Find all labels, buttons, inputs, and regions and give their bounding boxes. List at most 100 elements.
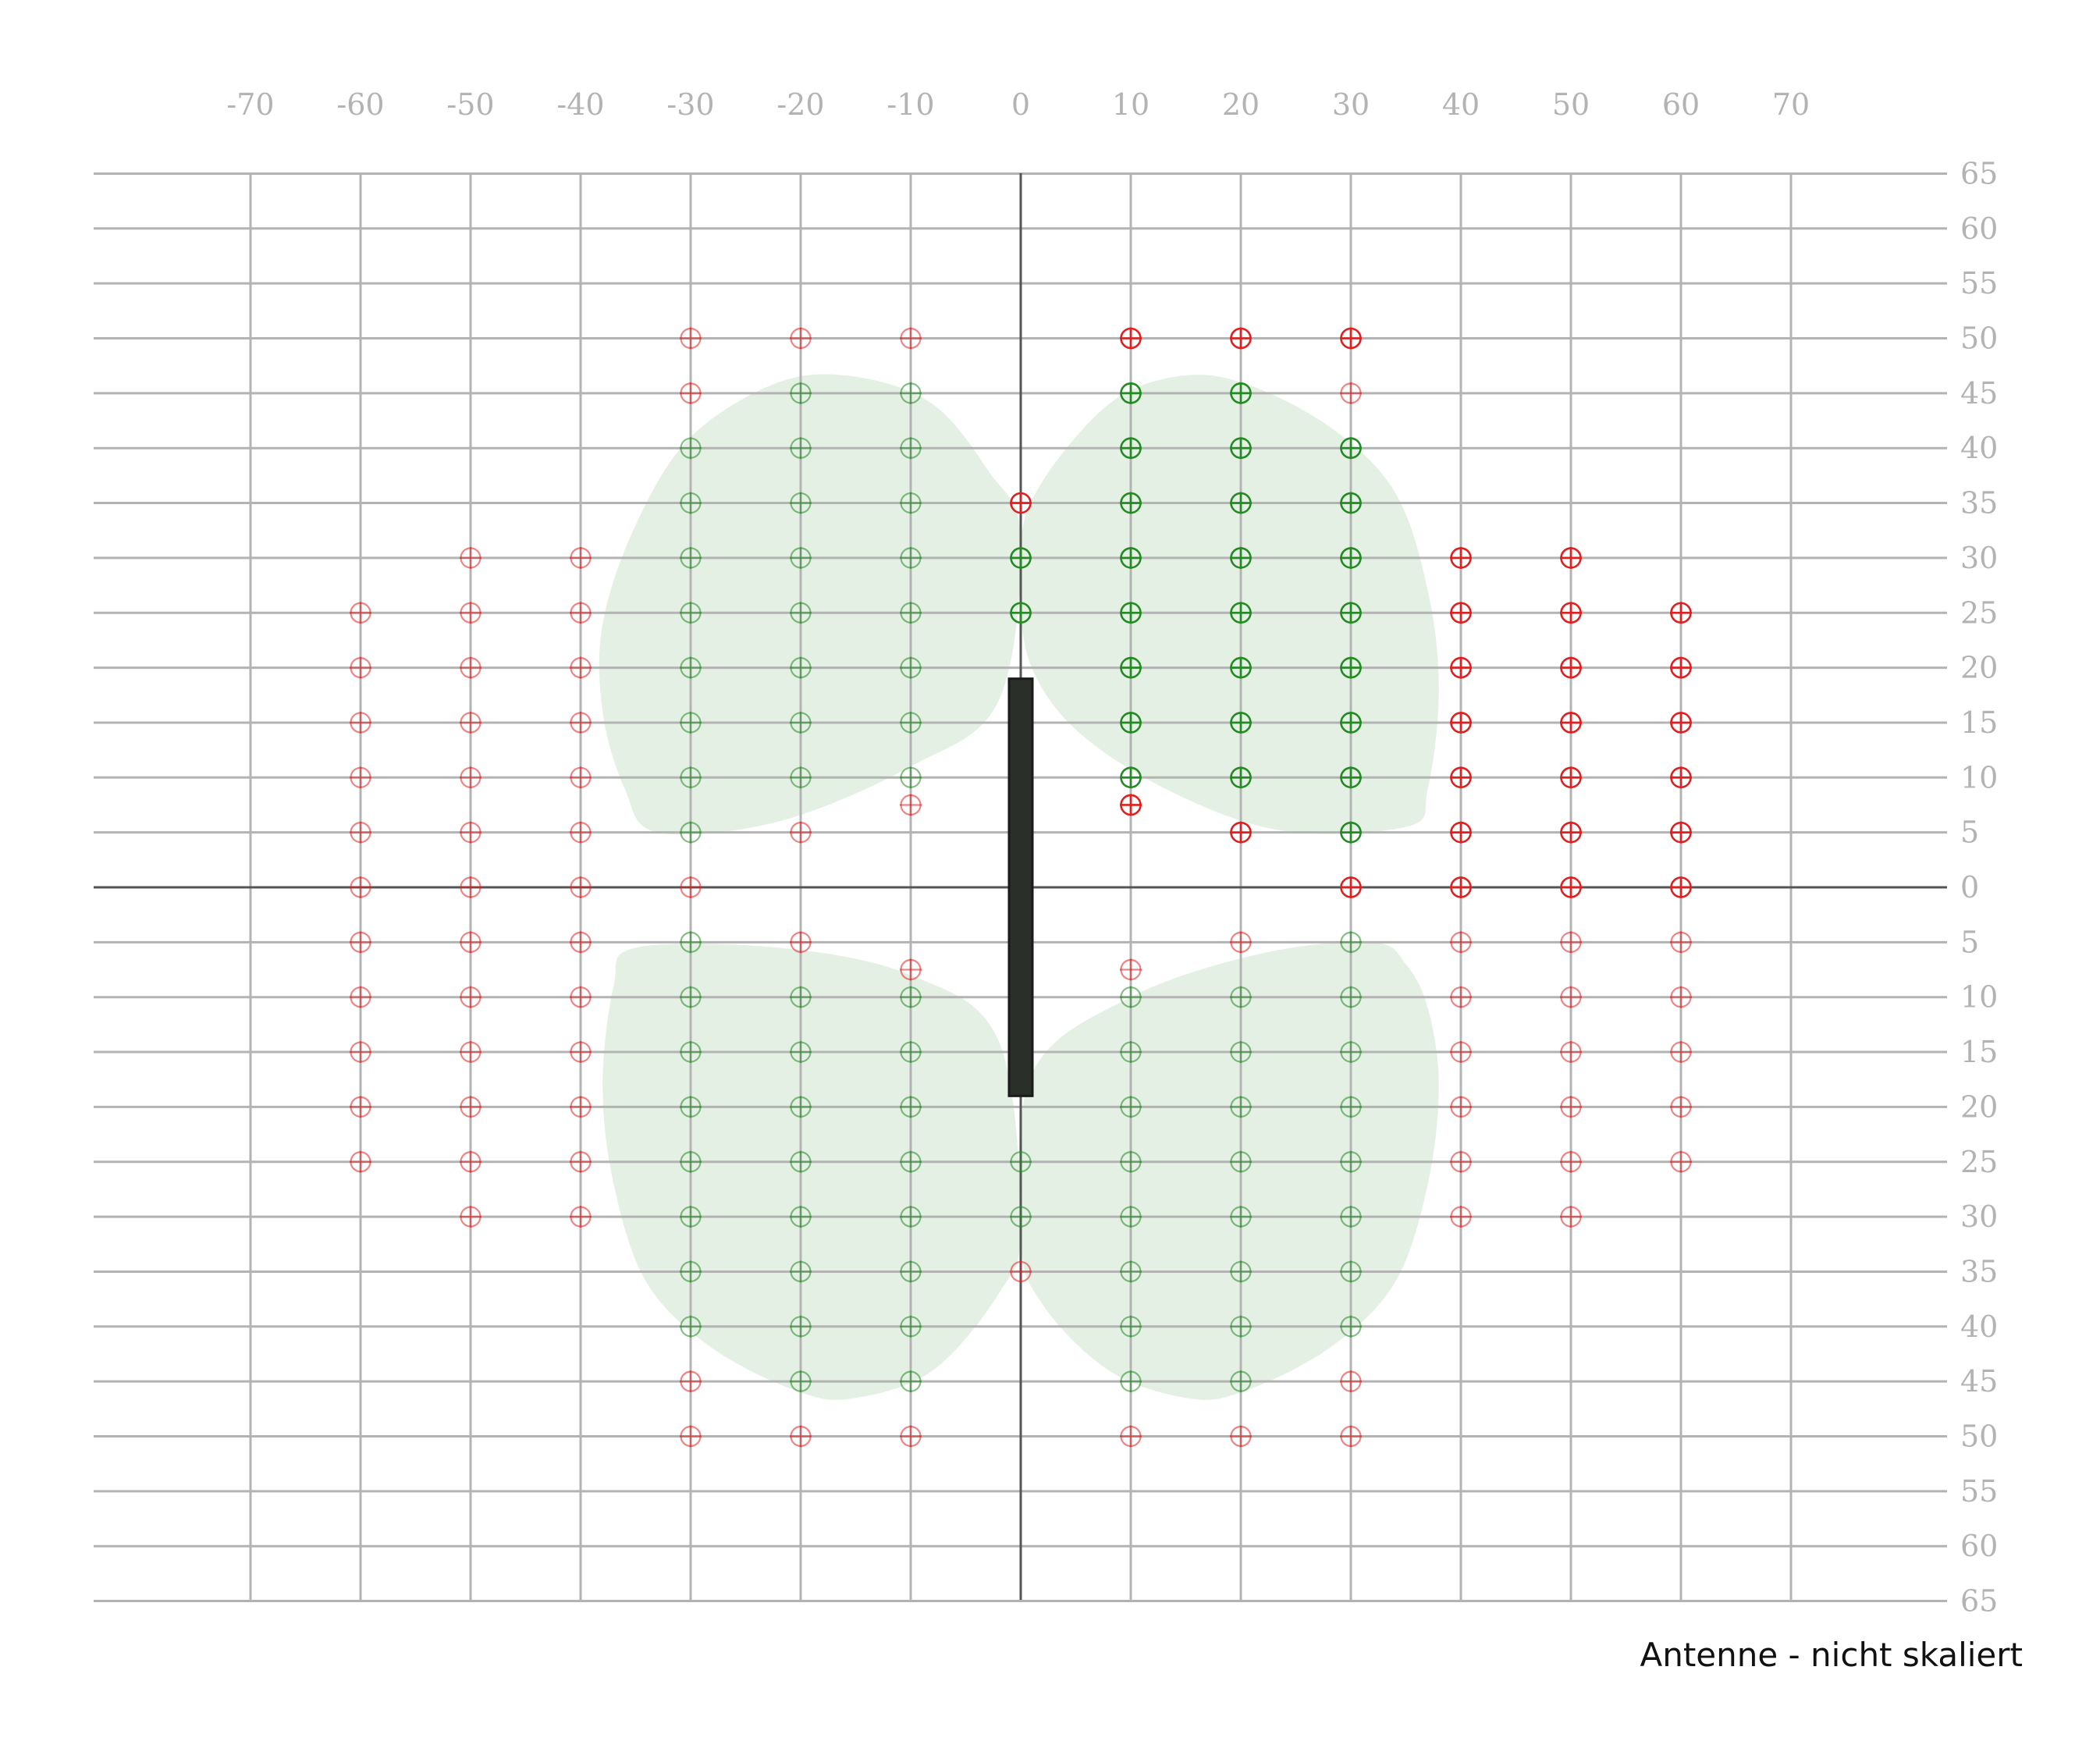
measurement-point-inside	[1340, 656, 1362, 679]
x-tick-label: 30	[1332, 87, 1370, 122]
measurement-point-inside	[1230, 382, 1252, 404]
measurement-point-inside	[1120, 602, 1142, 624]
measurement-point-outside	[1560, 546, 1582, 569]
y-tick-label: 20	[1960, 651, 1998, 685]
y-tick-label: 15	[1960, 705, 1998, 740]
measurement-point-inside	[790, 546, 812, 569]
measurement-point-outside	[1560, 1206, 1582, 1228]
measurement-point-outside	[460, 876, 481, 898]
x-tick-label: -20	[776, 87, 824, 122]
y-tick-label: 15	[1960, 1035, 1998, 1069]
measurement-point-inside	[900, 1041, 922, 1064]
measurement-point-inside	[1340, 602, 1362, 624]
measurement-point-outside	[350, 931, 371, 954]
measurement-point-inside	[1120, 1370, 1142, 1393]
measurement-point-inside	[1340, 492, 1362, 514]
measurement-point-outside	[1120, 958, 1142, 981]
y-tick-label: 65	[1960, 156, 1998, 190]
measurement-point-inside	[1120, 1096, 1142, 1118]
measurement-point-outside	[1670, 821, 1692, 844]
measurement-point-outside	[900, 794, 922, 816]
measurement-point-inside	[1120, 492, 1142, 514]
measurement-point-outside	[1560, 1096, 1582, 1118]
y-tick-label: 35	[1960, 486, 1998, 521]
measurement-point-inside	[900, 656, 922, 679]
measurement-point-outside	[570, 1041, 592, 1064]
measurement-point-outside	[350, 1041, 371, 1064]
measurement-point-outside	[1670, 876, 1692, 898]
measurement-point-outside	[900, 1425, 922, 1448]
measurement-point-outside	[1450, 1150, 1472, 1173]
measurement-point-inside	[1010, 602, 1032, 624]
measurement-point-inside	[1230, 1315, 1252, 1338]
measurement-point-inside	[1230, 766, 1252, 789]
y-tick-label: 65	[1960, 1584, 1998, 1619]
measurement-point-outside	[1560, 711, 1582, 734]
x-tick-label: -50	[446, 87, 494, 122]
measurement-point-outside	[680, 327, 702, 350]
measurement-point-inside	[1340, 931, 1362, 954]
measurement-point-inside	[1010, 546, 1032, 569]
measurement-point-inside	[1120, 986, 1142, 1008]
y-tick-label: 10	[1960, 980, 1998, 1015]
measurement-point-inside	[1120, 766, 1142, 789]
y-tick-label: 55	[1960, 266, 1998, 300]
measurement-point-inside	[1230, 1041, 1252, 1064]
measurement-point-inside	[1340, 711, 1362, 734]
measurement-point-outside	[350, 986, 371, 1008]
measurement-point-outside	[1670, 656, 1692, 679]
measurement-point-inside	[1340, 546, 1362, 569]
measurement-point-inside	[1230, 1150, 1252, 1173]
measurement-point-outside	[1450, 546, 1472, 569]
measurement-point-inside	[1340, 1150, 1362, 1173]
measurement-point-outside	[1560, 876, 1582, 898]
measurement-point-outside	[1670, 766, 1692, 789]
measurement-point-inside	[680, 1206, 702, 1228]
measurement-point-inside	[900, 1260, 922, 1283]
measurement-point-outside	[350, 821, 371, 844]
y-tick-label: 5	[1960, 925, 1979, 959]
measurement-point-inside	[1230, 1206, 1252, 1228]
measurement-point-outside	[1230, 327, 1252, 350]
measurement-point-inside	[680, 986, 702, 1008]
measurement-point-inside	[1230, 986, 1252, 1008]
measurement-point-inside	[1230, 437, 1252, 460]
measurement-point-outside	[1450, 711, 1472, 734]
measurement-point-inside	[790, 1315, 812, 1338]
measurement-point-inside	[900, 437, 922, 460]
measurement-point-outside	[1670, 602, 1692, 624]
measurement-point-inside	[680, 1315, 702, 1338]
x-tick-label: -40	[556, 87, 604, 122]
measurement-point-outside	[1340, 1370, 1362, 1393]
y-tick-label: 0	[1960, 870, 1979, 904]
measurement-point-outside	[1010, 1260, 1032, 1283]
coverage-lobe-upper-right	[1019, 375, 1439, 834]
measurement-point-outside	[790, 931, 812, 954]
y-tick-label: 45	[1960, 1364, 1998, 1398]
measurement-point-outside	[1450, 1206, 1472, 1228]
tick-labels: 6560555045403530252015105051015202530354…	[226, 87, 1998, 1619]
measurement-point-outside	[680, 382, 702, 404]
measurement-point-outside	[1670, 1096, 1692, 1118]
measurement-point-inside	[1010, 1150, 1032, 1173]
measurement-point-outside	[570, 766, 592, 789]
measurement-point-inside	[680, 1096, 702, 1118]
measurement-point-outside	[1450, 766, 1472, 789]
measurement-point-outside	[350, 1096, 371, 1118]
measurement-point-inside	[790, 1260, 812, 1283]
measurement-point-outside	[570, 876, 592, 898]
measurement-point-outside	[350, 876, 371, 898]
y-tick-label: 55	[1960, 1474, 1998, 1509]
measurement-point-outside	[1670, 711, 1692, 734]
x-tick-label: 50	[1552, 87, 1590, 122]
measurement-point-inside	[680, 711, 702, 734]
measurement-point-outside	[790, 327, 812, 350]
measurement-point-inside	[790, 1096, 812, 1118]
measurement-point-outside	[1450, 821, 1472, 844]
y-tick-label: 50	[1960, 322, 1998, 356]
measurement-point-outside	[1670, 1041, 1692, 1064]
measurement-point-inside	[1230, 602, 1252, 624]
antenna	[1007, 677, 1034, 1097]
measurement-point-outside	[460, 711, 481, 734]
y-tick-label: 45	[1960, 376, 1998, 410]
